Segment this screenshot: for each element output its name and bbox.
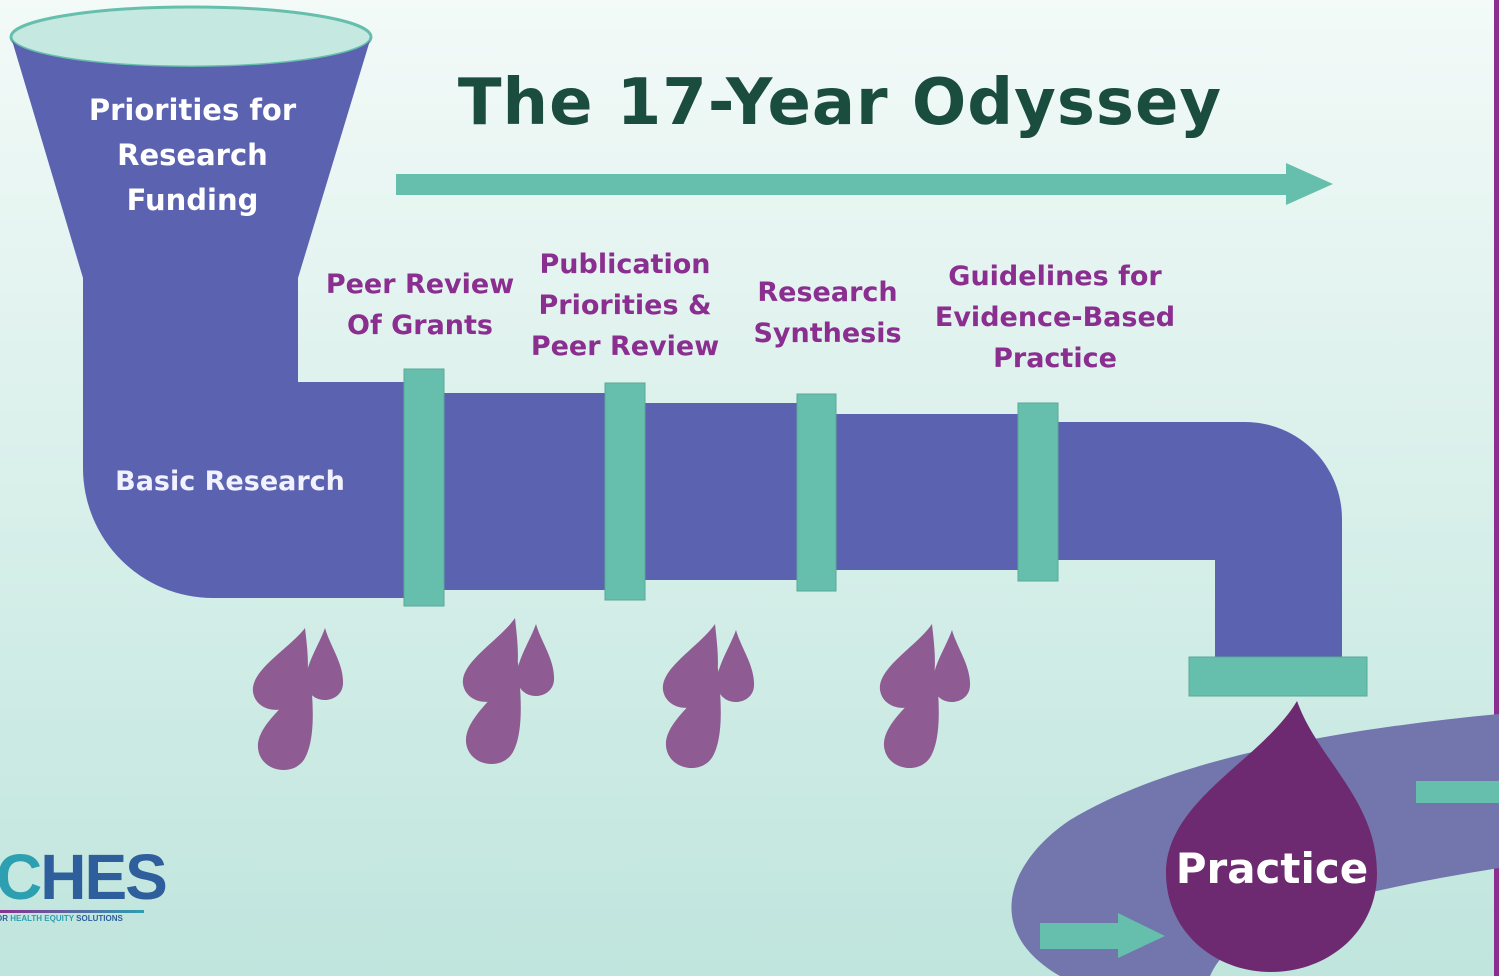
practice-label: Practice (1175, 844, 1369, 893)
logo-letter: C (0, 841, 42, 913)
logo-wordmark: CHES (0, 845, 168, 909)
stage-label-peer-review: Peer Review Of Grants (325, 269, 515, 341)
stage-label-publication: Publication Priorities & Peer Review (530, 249, 720, 362)
right-border (1494, 0, 1499, 976)
leak-drop (879, 624, 935, 708)
leak-drop (257, 672, 313, 771)
river-dash (1416, 781, 1499, 803)
funnel (11, 37, 371, 278)
leak-drop (462, 618, 518, 702)
leak-drop (305, 628, 344, 701)
funnel-rim (9, 5, 373, 69)
band-guidelines (1017, 402, 1059, 582)
band-synthesis (796, 393, 837, 592)
logo-underline (0, 910, 144, 913)
logo-tagline-suffix: SOLUTIONS (73, 914, 123, 923)
leak-drop (662, 624, 718, 708)
organization-logo: CHES OR HEALTH EQUITY SOLUTIONS (0, 845, 168, 923)
basic-research-label: Basic Research (115, 466, 345, 497)
band-publication (604, 382, 646, 601)
band-peer-review (403, 368, 445, 607)
leak-drops-3 (662, 624, 755, 769)
leak-drop (465, 662, 521, 765)
stage-label-guidelines: Guidelines for Evidence-Based Practice (934, 261, 1176, 374)
stage-label-synthesis: Research Synthesis (753, 277, 902, 349)
timeline-arrow (396, 163, 1333, 205)
leak-drops-1 (252, 628, 344, 771)
funnel-label: Priorities for Research Funding (88, 93, 297, 217)
practice-drop (1166, 701, 1377, 972)
diagram-title: The 17-Year Odyssey (457, 66, 1223, 140)
river-arrow (1040, 913, 1165, 958)
logo-letters: HES (40, 841, 168, 913)
logo-tagline-highlight: HEALTH EQUITY (10, 914, 74, 923)
leak-drop (716, 630, 755, 703)
leak-drop (932, 630, 971, 703)
logo-tagline: OR HEALTH EQUITY SOLUTIONS (0, 914, 166, 923)
leak-drop (883, 668, 939, 769)
leak-drop (252, 628, 308, 710)
leak-drops-2 (462, 618, 555, 765)
leak-drop (665, 668, 721, 769)
leak-drops-4 (879, 624, 971, 769)
band-outlet (1188, 656, 1368, 697)
logo-tagline-prefix: OR (0, 914, 8, 923)
leak-drop (516, 624, 555, 697)
